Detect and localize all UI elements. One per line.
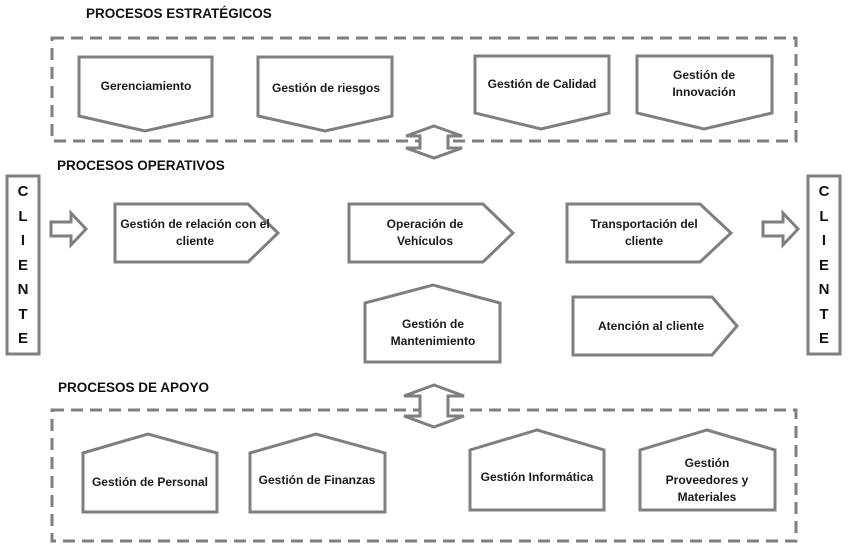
operational-shape-2 xyxy=(347,202,516,264)
client-letter: E xyxy=(17,330,28,347)
process-gestion-mantenimiento: Gestión de Mantenimiento xyxy=(390,317,476,348)
client-letter: I xyxy=(20,232,26,249)
process-operacion-vehiculos: Operación de Vehículos xyxy=(386,217,464,248)
strategic-shape-1 xyxy=(77,55,214,133)
arrow-right-out-icon xyxy=(761,209,801,249)
process-gestion-riesgos: Gestión de riesgos xyxy=(271,80,381,95)
operational-shape-5 xyxy=(571,295,739,357)
support-shape-2 xyxy=(248,432,387,514)
client-letter: E xyxy=(17,256,28,274)
double-arrow-strategic-icon xyxy=(405,124,463,160)
support-shape-1 xyxy=(81,432,219,514)
operational-shape-1 xyxy=(113,202,281,264)
process-gestion-innovacion: Gestión de Innovación xyxy=(672,68,736,99)
process-atencion-cliente: Atención al cliente xyxy=(597,318,705,333)
process-gerenciamiento: Gerenciamiento xyxy=(100,78,192,93)
operational-shape-4 xyxy=(363,283,502,364)
process-gestion-finanzas: Gestión de Finanzas xyxy=(258,473,376,487)
client-letter: C xyxy=(17,183,29,200)
arrow-right-in-icon xyxy=(49,209,89,249)
client-letter: N xyxy=(17,281,29,298)
strategic-shape-2 xyxy=(256,55,394,133)
process-gestion-personal: Gestión de Personal xyxy=(91,475,209,489)
process-gestion-relacion-cliente: Gestión de relación con el cliente xyxy=(120,217,270,248)
support-shape-3 xyxy=(468,428,606,512)
section-title-strategic: PROCESOS ESTRATÉGICOS xyxy=(86,6,272,21)
section-title-operational: PROCESOS OPERATIVOS xyxy=(57,158,225,173)
client-box-right xyxy=(806,174,842,356)
strategic-shape-4 xyxy=(635,54,774,131)
process-gestion-calidad: Gestión de Calidad xyxy=(487,76,597,91)
client-letter: E xyxy=(818,330,829,347)
process-gestion-proveedores-materiales: Gestión Proveedores y Materiales xyxy=(665,455,749,504)
client-letter: T xyxy=(18,305,28,323)
client-letter: E xyxy=(818,256,829,274)
client-box-left xyxy=(5,174,41,356)
client-letter: I xyxy=(821,232,827,249)
section-title-support: PROCESOS DE APOYO xyxy=(58,380,210,395)
support-shape-4 xyxy=(638,428,777,512)
process-transportacion-cliente: Transportación del cliente xyxy=(590,217,698,248)
client-letter: C xyxy=(818,183,830,200)
client-letter: T xyxy=(819,305,829,323)
client-letter: L xyxy=(819,207,829,225)
process-gestion-informatica: Gestión Informática xyxy=(480,470,594,484)
strategic-shape-3 xyxy=(473,54,611,131)
client-letter: N xyxy=(818,281,830,298)
double-arrow-support-icon xyxy=(403,383,465,429)
client-letter: L xyxy=(18,207,28,225)
operational-shape-3 xyxy=(565,202,734,264)
